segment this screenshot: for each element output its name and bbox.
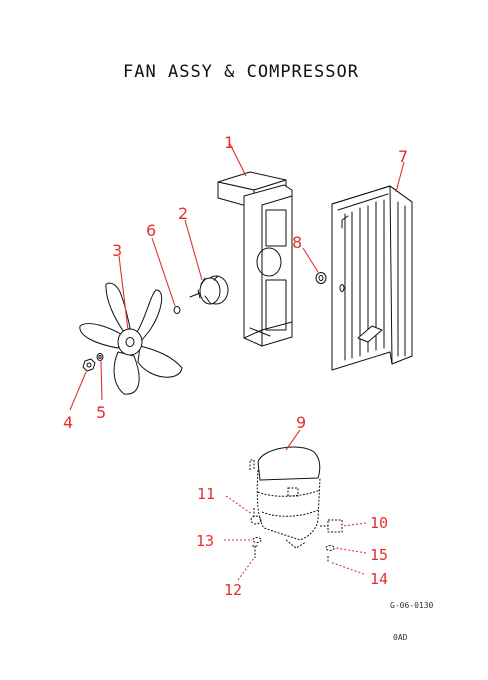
diagram-title: FAN ASSY & COMPRESSOR bbox=[123, 62, 359, 82]
washer-13 bbox=[252, 537, 262, 543]
callout-1: 1 bbox=[224, 133, 234, 152]
callout-13: 13 bbox=[196, 532, 214, 550]
callout-7: 7 bbox=[398, 147, 408, 166]
fan-motor bbox=[189, 275, 229, 305]
callout-labels: 1 2 3 4 5 6 7 8 9 10 11 12 13 14 15 bbox=[63, 133, 408, 599]
callout-9: 9 bbox=[296, 413, 306, 432]
fan-bracket bbox=[217, 171, 293, 347]
washer-5 bbox=[96, 353, 104, 361]
callout-14: 14 bbox=[370, 570, 388, 588]
callout-6: 6 bbox=[146, 221, 156, 240]
callout-2: 2 bbox=[178, 204, 188, 223]
callout-15: 15 bbox=[370, 546, 388, 564]
callout-4: 4 bbox=[63, 413, 73, 432]
side-panel bbox=[331, 185, 413, 371]
page-code: 0AD bbox=[393, 633, 408, 642]
fan-blade bbox=[79, 282, 183, 395]
washer-15 bbox=[325, 545, 335, 551]
grommet-11 bbox=[250, 508, 262, 525]
nut-4 bbox=[82, 358, 96, 372]
callout-12: 12 bbox=[224, 581, 242, 599]
callout-10: 10 bbox=[370, 514, 388, 532]
drawing-code: G-06-0130 bbox=[390, 601, 434, 610]
callout-3: 3 bbox=[112, 241, 122, 260]
compressor bbox=[249, 446, 321, 549]
callout-11: 11 bbox=[197, 485, 215, 503]
washer-6 bbox=[173, 306, 181, 314]
fitting-10 bbox=[320, 519, 343, 533]
bolt-12 bbox=[252, 545, 258, 558]
callout-5: 5 bbox=[96, 403, 106, 422]
nut-8 bbox=[315, 272, 327, 284]
leader-lines bbox=[69, 143, 405, 581]
callout-8: 8 bbox=[292, 233, 302, 252]
